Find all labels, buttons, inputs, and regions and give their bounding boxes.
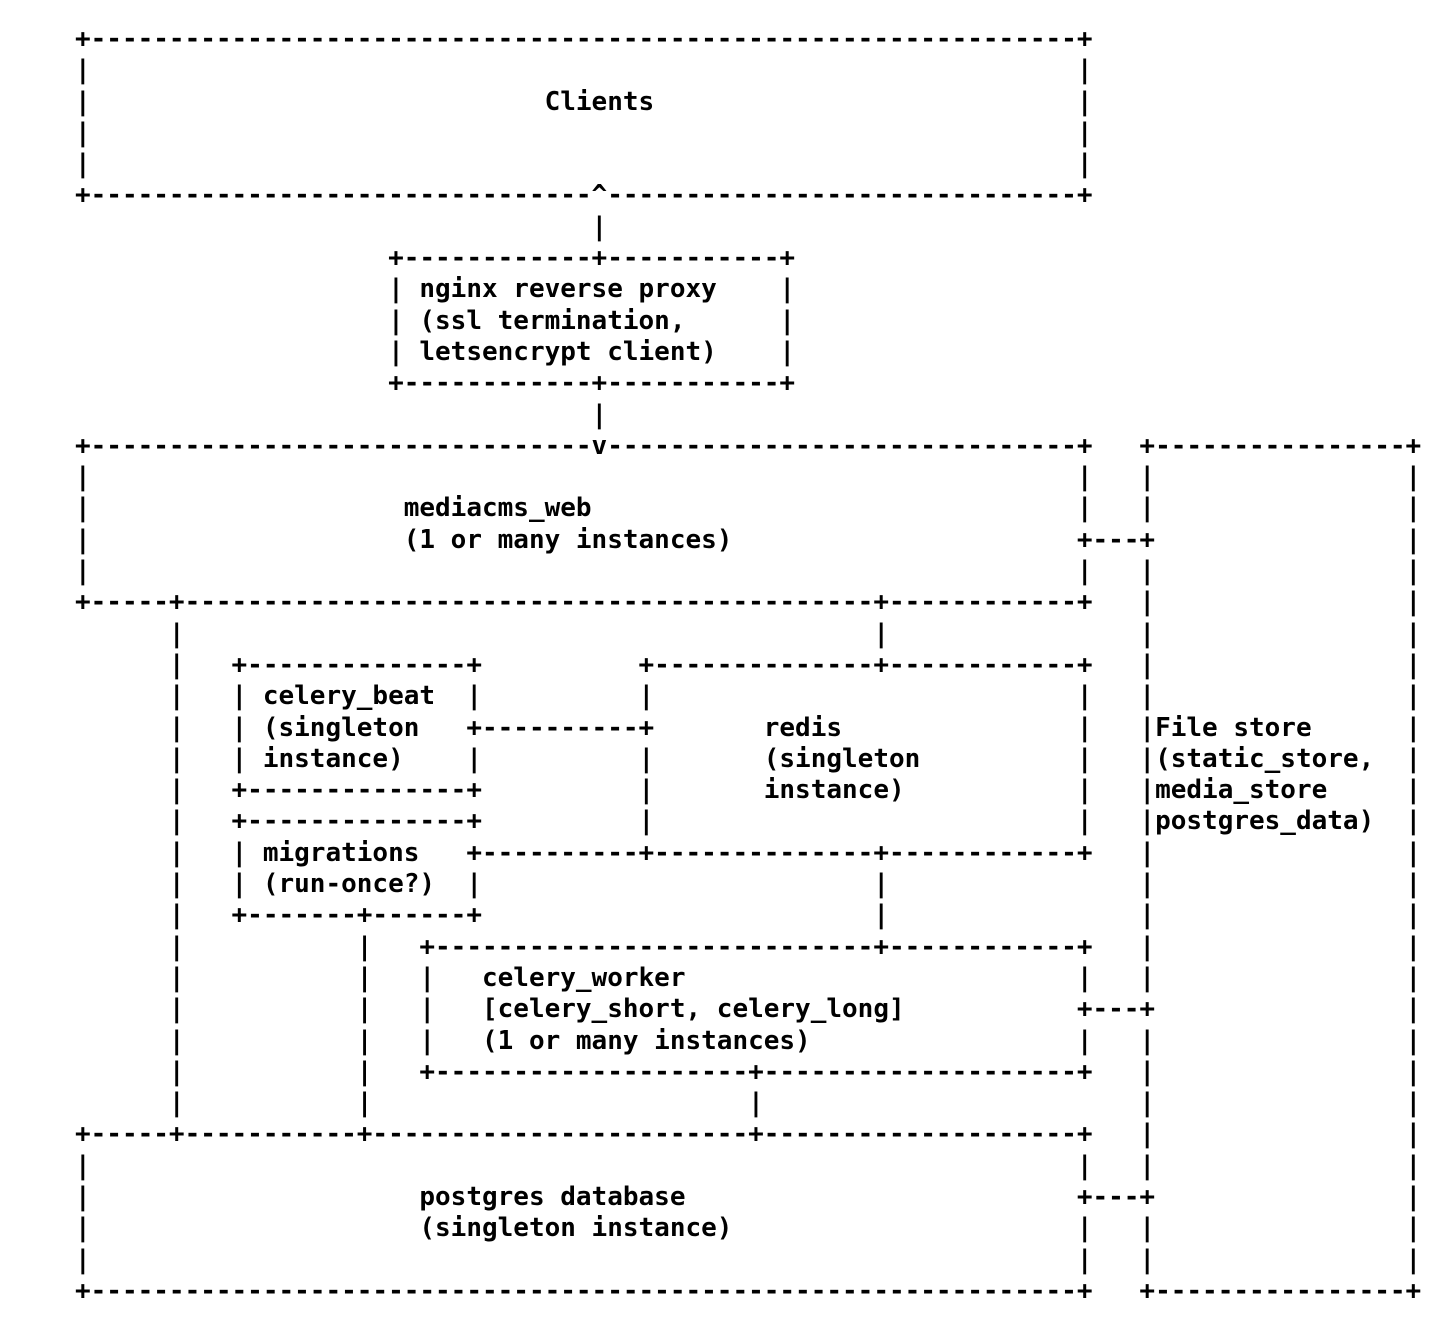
ascii-architecture-diagram: +---------------------------------------… <box>75 24 1422 1306</box>
